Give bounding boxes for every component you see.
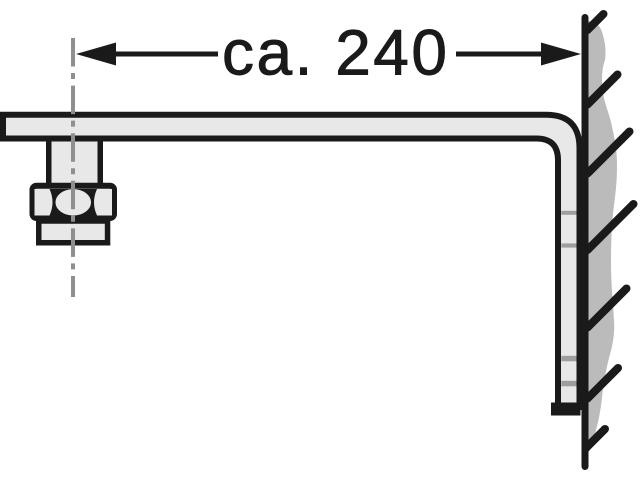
svg-text:ca. 240: ca. 240	[222, 17, 447, 89]
